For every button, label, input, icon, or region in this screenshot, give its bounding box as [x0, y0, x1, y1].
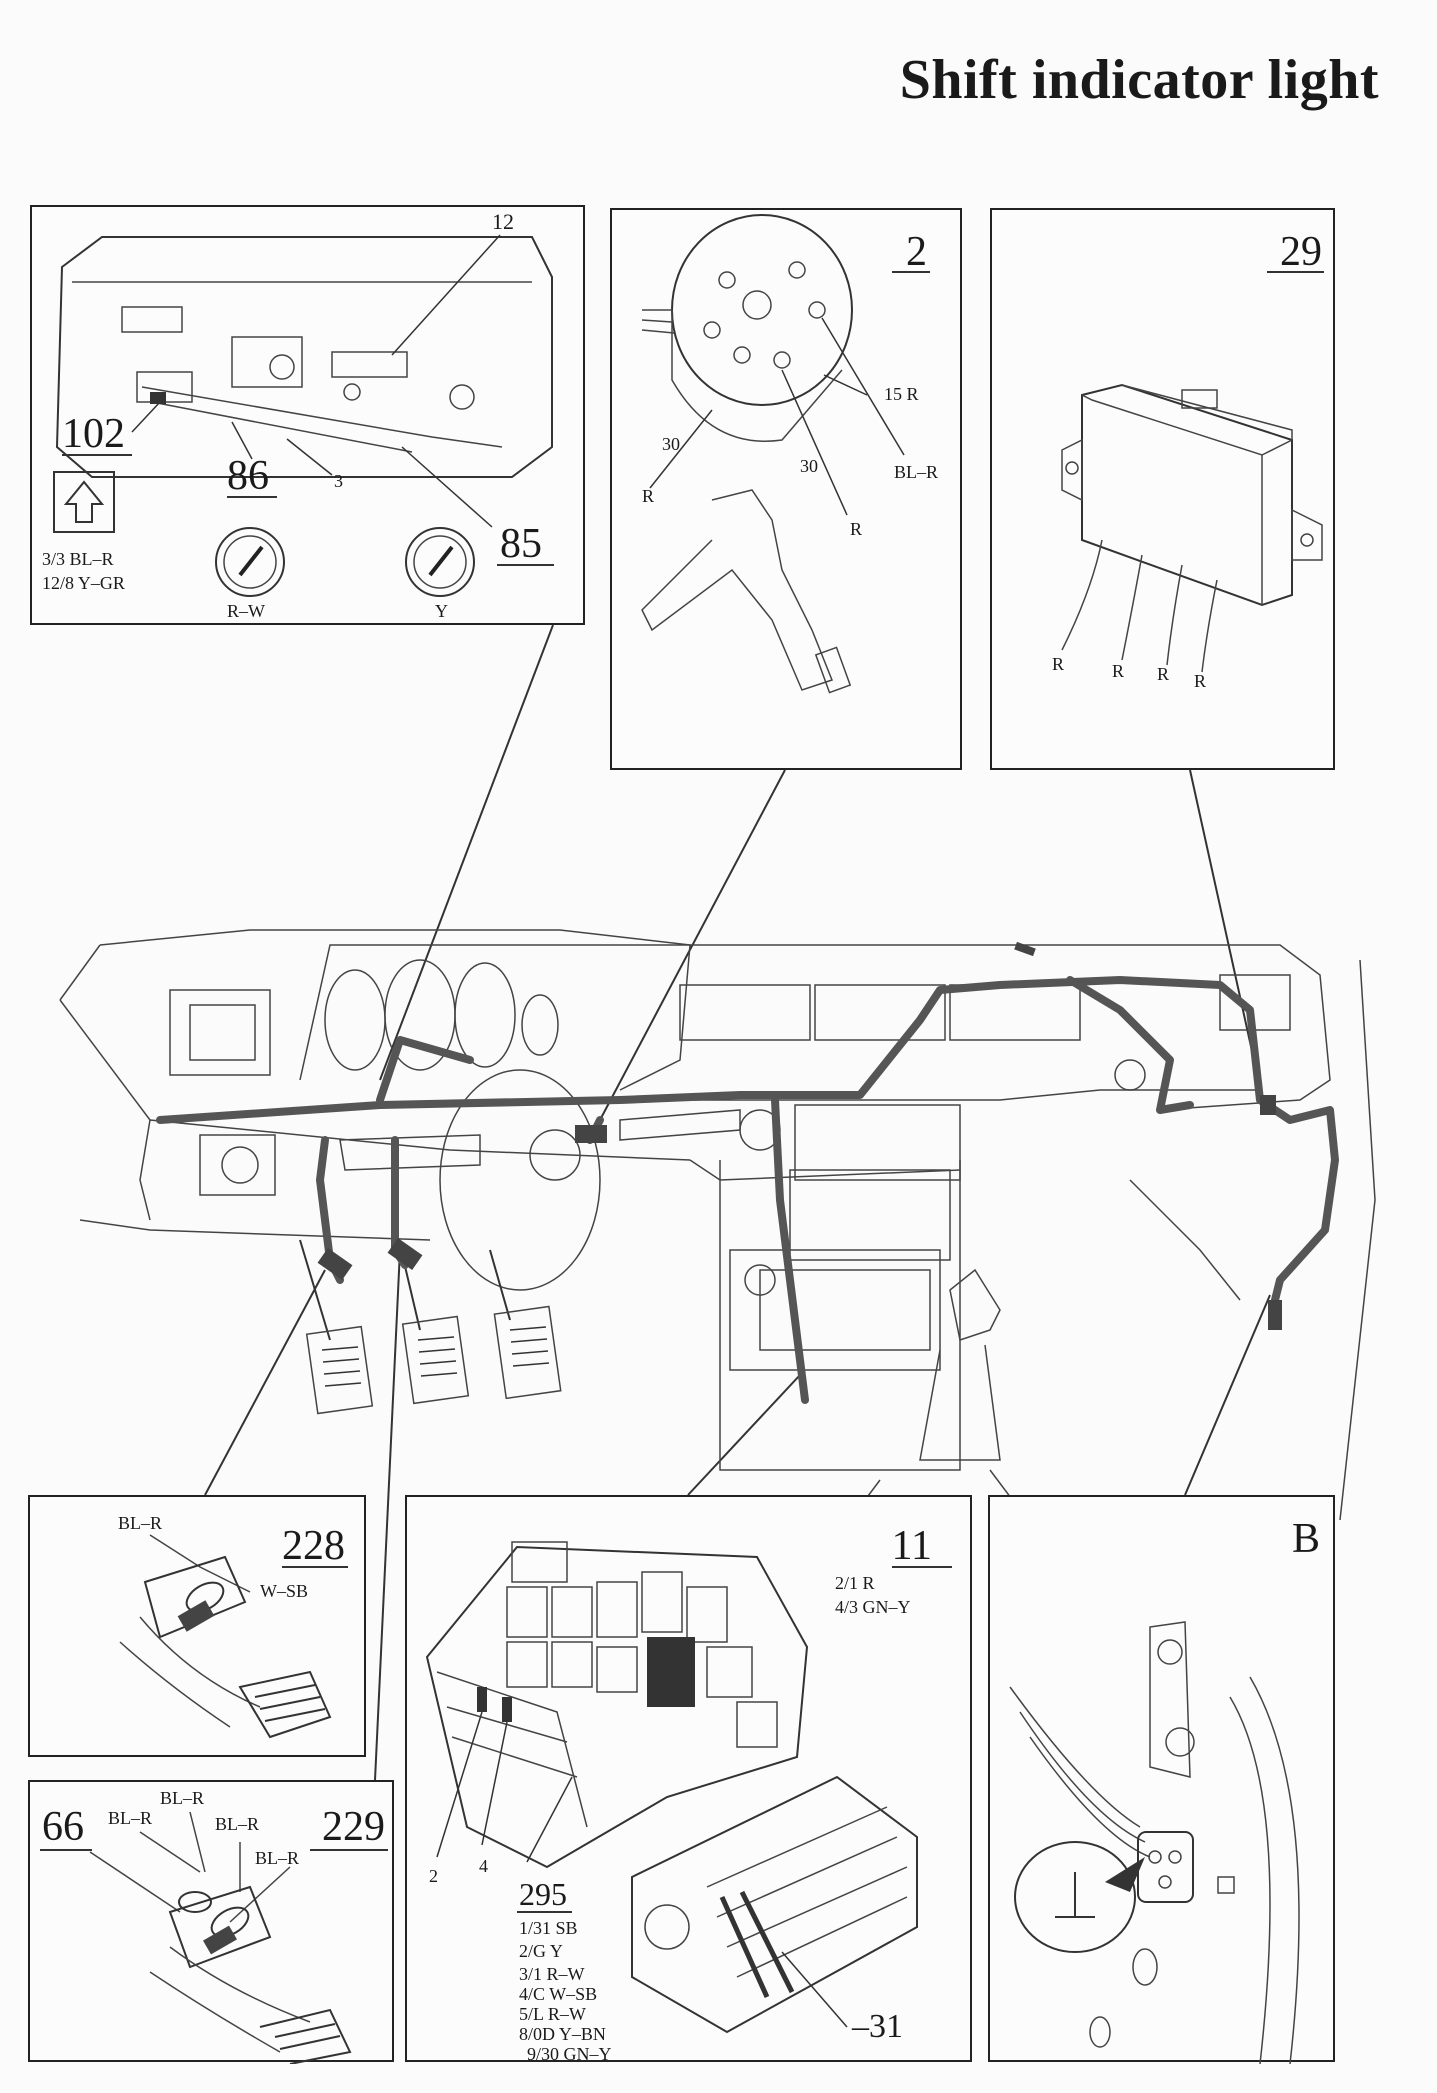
brake-switch-drawing [89, 1811, 352, 2064]
pin-30-right-label: 30 [800, 456, 818, 476]
fuse-wire-4-label: 4/C W–SB [519, 1984, 597, 2004]
panel-brake-switch: 66 229 BL–R BL–R BL–R BL–R [28, 1780, 394, 2064]
wire-blr-3-label: BL–R [215, 1814, 259, 1834]
panel-instrument-cluster: 12 102 86 3 85 3/3 BL–R 12/8 Y–GR R–W [30, 205, 585, 625]
ignition-switch-drawing [641, 214, 853, 694]
panel-ignition-switch: 2 15 R BL–R 30 R 30 R [610, 208, 962, 770]
wire-r-right-label: R [850, 519, 862, 539]
accelerator-pedal [489, 1249, 562, 1400]
component-number-29: 29 [1280, 229, 1322, 275]
clutch-pedal [299, 1239, 374, 1415]
fuse-wire-2-label: 2/G Y [519, 1941, 563, 1961]
relay-ref-4: 4 [479, 1856, 488, 1876]
wire-blr-1-label: BL–R [108, 1808, 152, 1828]
wire-blr-2-label: BL–R [160, 1788, 204, 1808]
wire-label-3-3: 3/3 BL–R [42, 549, 114, 569]
gauge-left-icon [215, 527, 285, 597]
gauge-right-label: Y [435, 601, 448, 621]
clutch-switch-drawing [119, 1534, 332, 1739]
leader-line-brake [374, 1249, 401, 1781]
relay-ref-2: 2 [429, 1866, 438, 1886]
component-number-66: 66 [42, 1804, 84, 1850]
wire-wsb-label: W–SB [260, 1581, 308, 1601]
fuse-wire-7-label: 9/30 GN–Y [527, 2044, 612, 2064]
pin-15-label: 15 R [884, 384, 919, 404]
callout-12: 12 [492, 209, 514, 234]
wire-r-4-label: R [1194, 671, 1206, 691]
callout-85: 85 [500, 521, 542, 567]
relay-wire-1-label: 2/1 R [835, 1573, 875, 1593]
page-title: Shift indicator light [899, 49, 1379, 111]
ground-point-letter: B [1292, 1516, 1320, 1562]
gauge-right-icon [405, 527, 475, 597]
wire-r-3-label: R [1157, 664, 1169, 684]
ground-minus-31-label: –31 [851, 2008, 903, 2045]
wire-r-left-label: R [642, 486, 654, 506]
component-number-102: 102 [62, 411, 125, 457]
fuse-box-number-295: 295 [519, 1876, 567, 1912]
leader-line-ground [1184, 1294, 1271, 1496]
control-unit-drawing [1061, 383, 1323, 673]
pin-30-left-label: 30 [662, 434, 680, 454]
relay-wire-2-label: 4/3 GN–Y [835, 1597, 911, 1617]
component-number-11: 11 [892, 1523, 932, 1569]
fuse-wire-6-label: 8/0D Y–BN [519, 2024, 606, 2044]
panel-control-unit: 29 R R R R [990, 208, 1335, 770]
ground-point-drawing [1009, 1621, 1300, 2064]
component-number-229: 229 [322, 1804, 385, 1850]
panel-relay-box: 11 2/1 R 4/3 GN–Y 2 [405, 1495, 972, 2064]
component-number-228: 228 [282, 1523, 345, 1569]
component-number-2: 2 [906, 229, 927, 275]
wiring-harness [156, 976, 1339, 1304]
relay-box-drawing [425, 1541, 918, 2034]
fuse-wire-1-label: 1/31 SB [519, 1918, 578, 1938]
instrument-cluster-drawing [55, 236, 553, 478]
callout-86: 86 [227, 453, 269, 499]
wire-blr-4-label: BL–R [255, 1848, 299, 1868]
wire-r-2-label: R [1112, 661, 1124, 681]
fuse-wire-5-label: 5/L R–W [519, 2004, 586, 2024]
panel-ground-point: B [988, 1495, 1335, 2064]
leader-line-clutch [204, 1269, 326, 1496]
leader-line-instrument [379, 624, 554, 1081]
fuse-wire-3-label: 3/1 R–W [519, 1964, 585, 1984]
panel-clutch-switch: 228 BL–R W–SB [28, 1495, 366, 1757]
wire-r-1-label: R [1052, 654, 1064, 674]
brake-pedal [399, 1244, 470, 1405]
wire-blr-label: BL–R [118, 1513, 162, 1533]
wire-blr-label: BL–R [894, 462, 938, 482]
wire-label-12-8: 12/8 Y–GR [42, 573, 125, 593]
leader-line-relay [687, 1374, 801, 1496]
callout-3: 3 [334, 471, 343, 491]
shift-up-arrow-icon [53, 471, 115, 533]
gauge-left-label: R–W [227, 601, 265, 621]
